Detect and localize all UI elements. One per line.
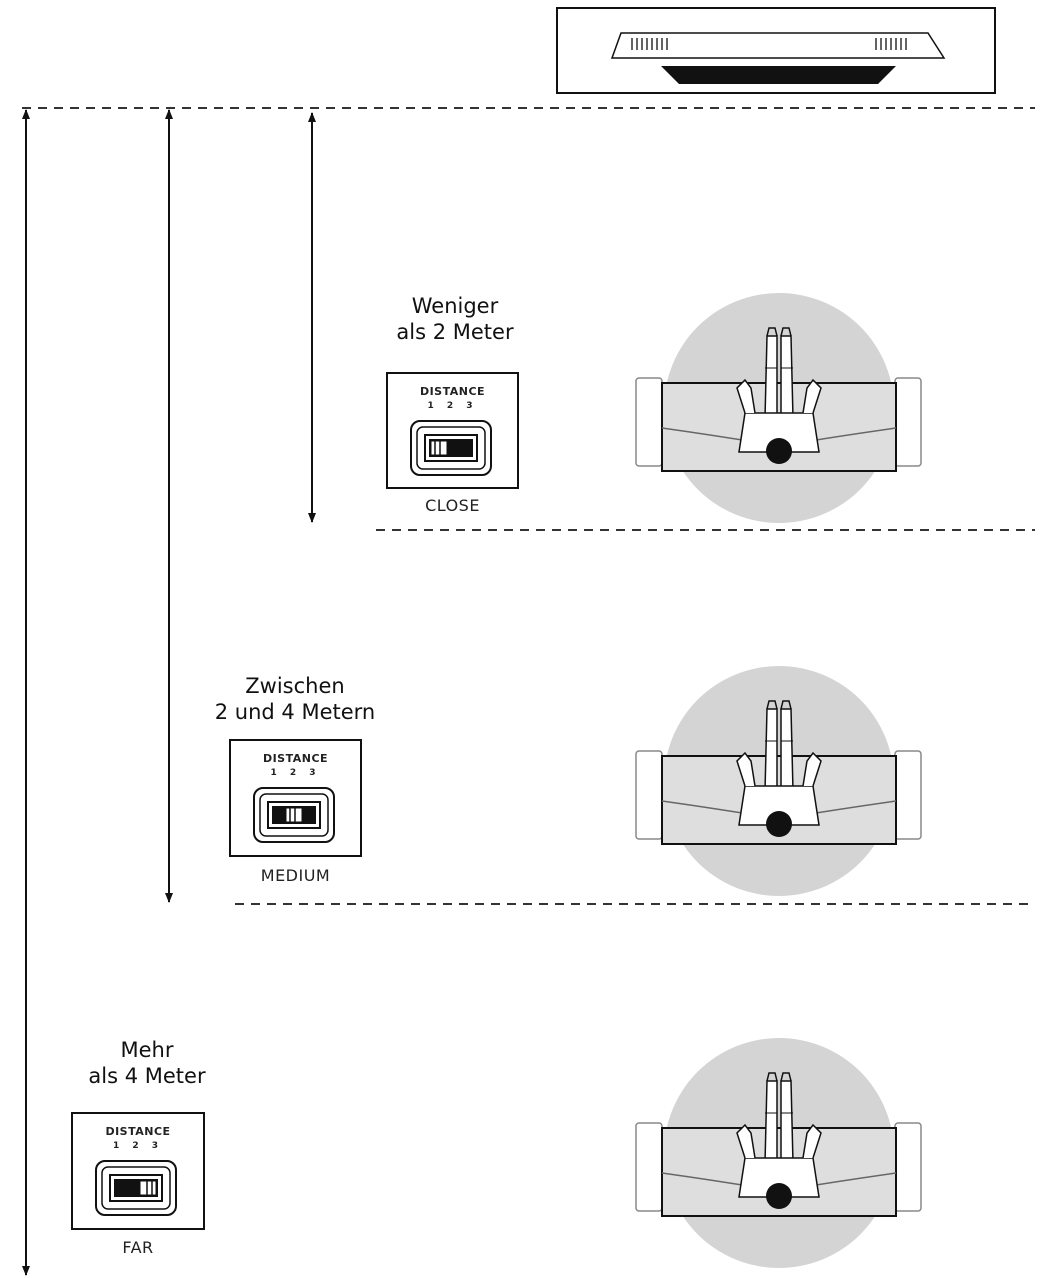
distance-switch-icon [410, 420, 492, 476]
zone-close-title: Weniger als 2 Meter [360, 293, 550, 345]
zone-close-title-line2: als 2 Meter [396, 320, 514, 344]
setting-label-far: FAR [122, 1238, 154, 1257]
zone-far-title-line1: Mehr [120, 1038, 174, 1062]
distance-switch-icon [253, 787, 335, 843]
zone-medium-title-line1: Zwischen [245, 674, 345, 698]
zone-medium-title: Zwischen 2 und 4 Metern [190, 673, 400, 725]
distance-switch-panel-close: DISTANCE 1 2 3 [386, 372, 519, 489]
seated-listener-icon [635, 1037, 922, 1269]
distance-switch-panel-far: DISTANCE 1 2 3 [71, 1112, 205, 1230]
switch-numbers: 1 2 3 [112, 1141, 164, 1151]
switch-heading: DISTANCE [262, 752, 329, 765]
zone-far-title-line2: als 4 Meter [88, 1064, 206, 1088]
zone-medium-title-line2: 2 und 4 Metern [214, 700, 376, 724]
distance-switch-icon [95, 1160, 177, 1216]
soundbar-icon [556, 7, 996, 94]
setting-label-close: CLOSE [425, 496, 480, 515]
distance-switch-panel-medium: DISTANCE 1 2 3 [229, 739, 362, 857]
switch-heading: DISTANCE [105, 1125, 171, 1138]
seated-listener-icon [635, 292, 922, 524]
setting-label-medium: MEDIUM [260, 866, 331, 885]
switch-heading: DISTANCE [419, 385, 486, 398]
switch-numbers: 1 2 3 [270, 768, 321, 778]
zone-far-title: Mehr als 4 Meter [52, 1037, 242, 1089]
zone-close-title-line1: Weniger [411, 294, 499, 318]
seated-listener-icon [635, 665, 922, 897]
switch-numbers: 1 2 3 [427, 401, 478, 411]
